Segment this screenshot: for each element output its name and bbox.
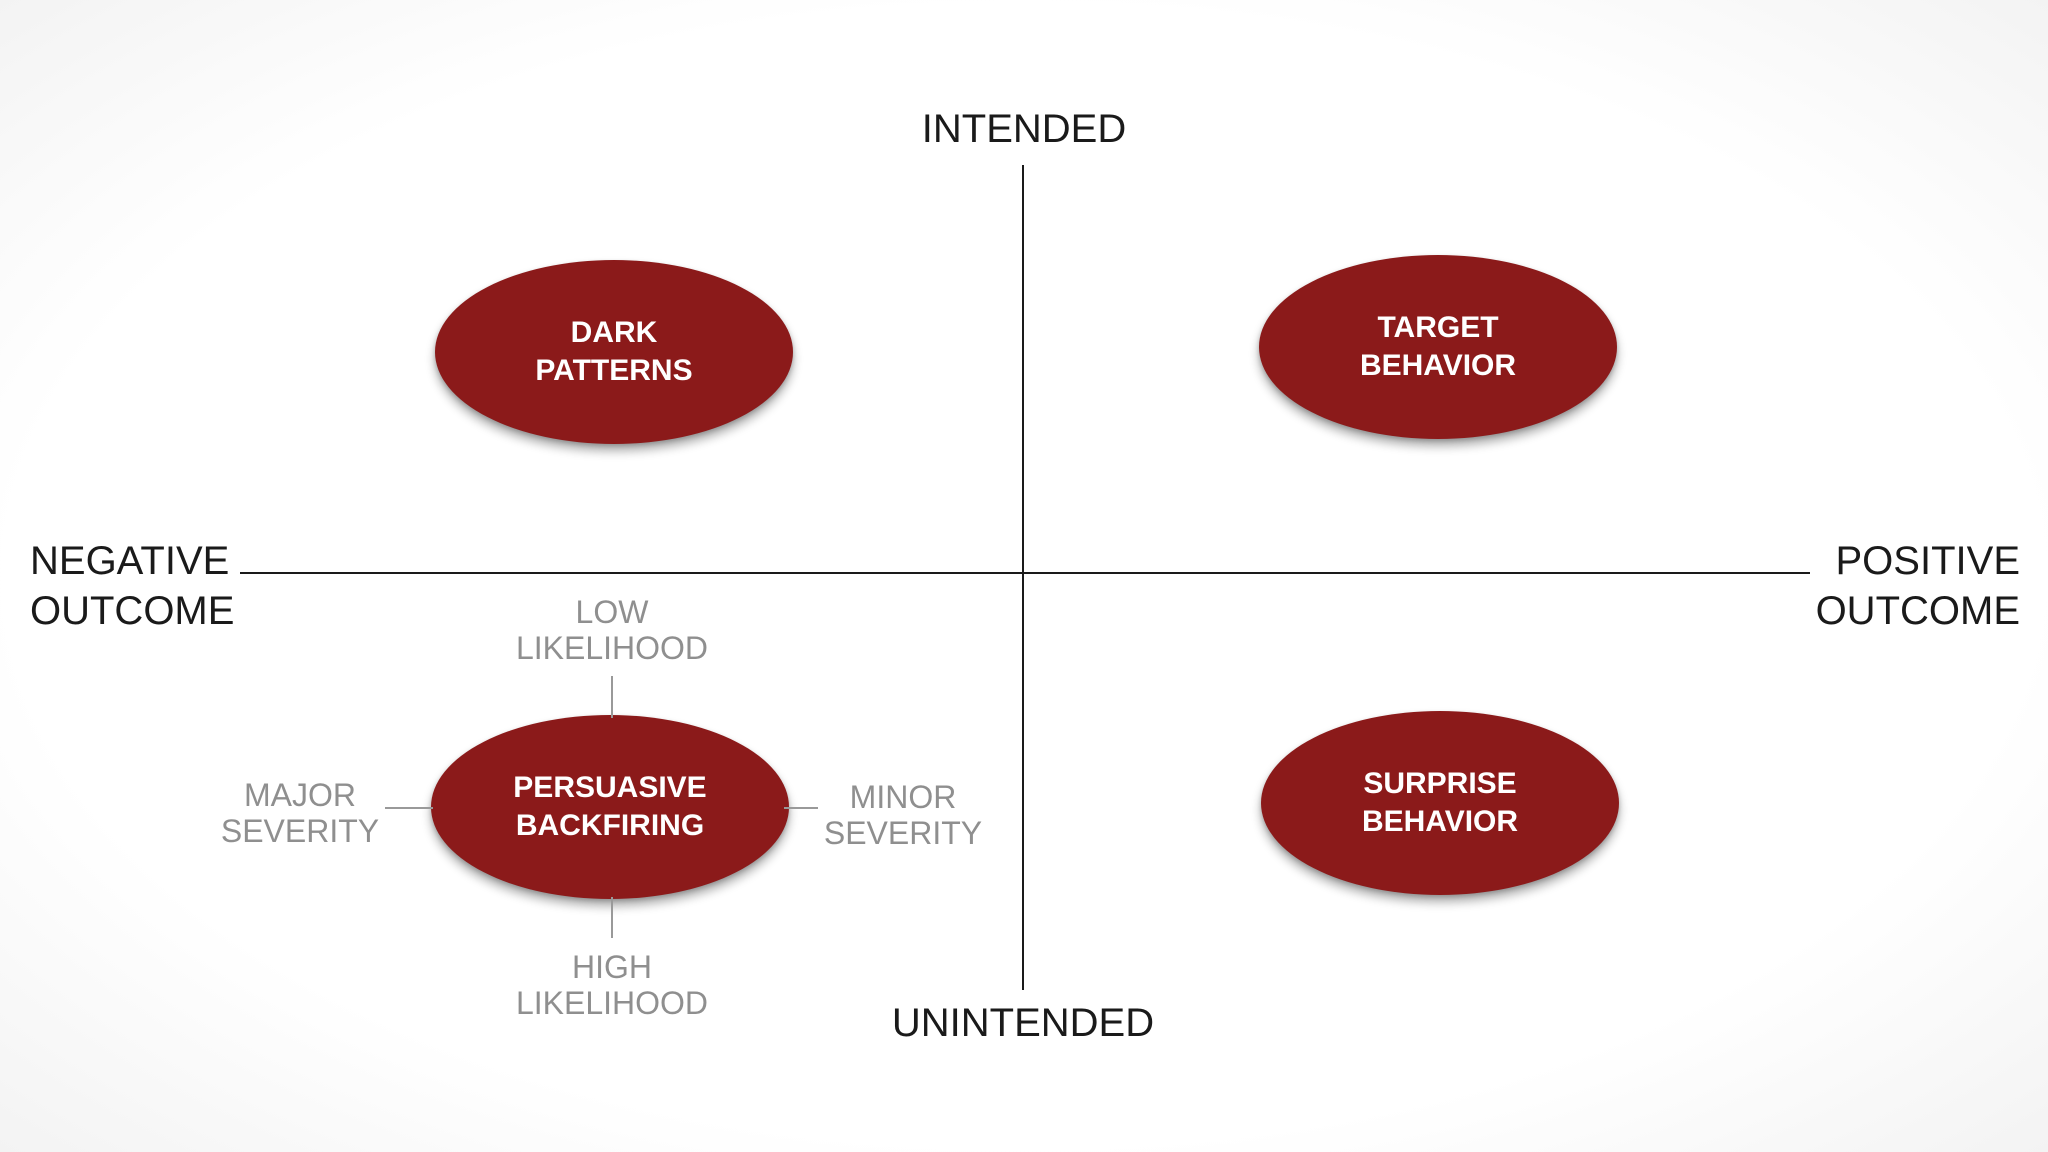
horizontal-axis-line [240,572,1810,574]
annotation-minor-severity: MINOR SEVERITY [823,779,983,851]
ellipse-persuasive-backfiring: PERSUASIVE BACKFIRING [431,715,789,899]
axis-label-positive-outcome: POSITIVE OUTCOME [1815,539,2020,633]
axis-label-unintended: UNINTENDED [891,1001,1155,1045]
connector-line-minor-severity [784,807,818,809]
annotation-major-severity: MAJOR SEVERITY [220,777,380,849]
connector-line-high-likelihood [611,897,613,938]
ellipse-dark-patterns-label: DARK PATTERNS [535,316,693,387]
ellipse-target-behavior: TARGET BEHAVIOR [1259,255,1617,439]
annotation-high-likelihood: HIGH LIKELIHOOD [515,949,709,1021]
connector-line-major-severity [385,807,433,809]
annotation-low-likelihood: LOW LIKELIHOOD [515,594,709,666]
ellipse-dark-patterns: DARK PATTERNS [435,260,793,444]
axis-label-intended: INTENDED [921,107,1127,151]
ellipse-surprise-behavior: SURPRISE BEHAVIOR [1261,711,1619,895]
ellipse-surprise-behavior-label: SURPRISE BEHAVIOR [1361,767,1519,838]
vertical-axis-line [1022,165,1024,990]
connector-line-low-likelihood [611,676,613,718]
axis-label-negative-outcome: NEGATIVE OUTCOME [30,539,235,633]
ellipse-target-behavior-label: TARGET BEHAVIOR [1359,311,1517,382]
ellipse-persuasive-backfiring-label: PERSUASIVE BACKFIRING [513,771,707,842]
